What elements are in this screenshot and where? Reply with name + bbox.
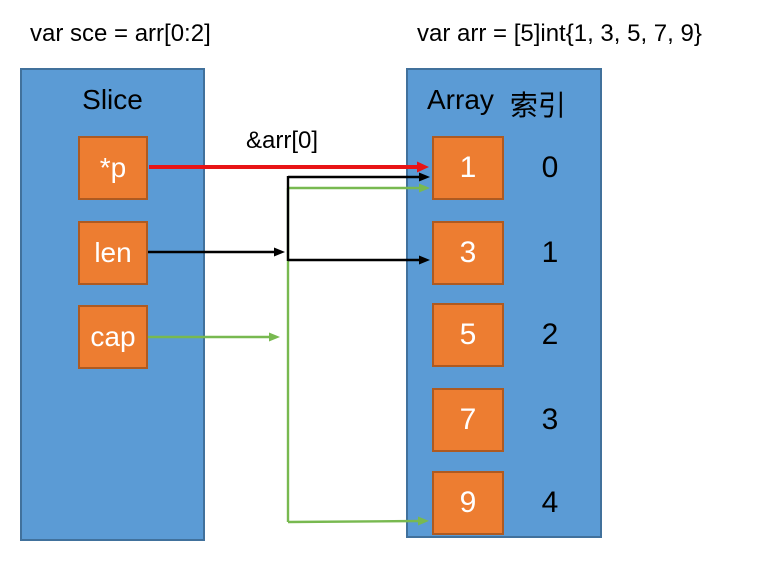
array-panel-header: Array 索引 [408, 84, 600, 124]
array-element-3: 7 [432, 388, 504, 452]
array-panel-title: Array [427, 84, 494, 115]
index-label-2: 2 [541, 318, 559, 351]
slice-field-cap: cap [78, 305, 148, 369]
slice-field-len: len [78, 221, 148, 285]
slice-panel-title: Slice [82, 84, 143, 115]
array-declaration-text: var arr = [5]int{1, 3, 5, 7, 9} [417, 20, 702, 47]
index-label-1: 1 [541, 236, 559, 269]
pointer-arrow-label: &arr[0] [246, 127, 319, 154]
slice-declaration-text: var sce = arr[0:2] [30, 20, 211, 47]
array-element-4: 9 [432, 471, 504, 535]
slice-field-pointer: *p [78, 136, 148, 200]
index-label-4: 4 [541, 486, 559, 519]
array-element-2: 5 [432, 303, 504, 367]
array-index-header: 索引 [509, 90, 566, 121]
array-element-1: 3 [432, 221, 504, 285]
index-label-3: 3 [541, 403, 559, 436]
array-element-0: 1 [432, 136, 504, 200]
index-label-0: 0 [541, 151, 559, 184]
